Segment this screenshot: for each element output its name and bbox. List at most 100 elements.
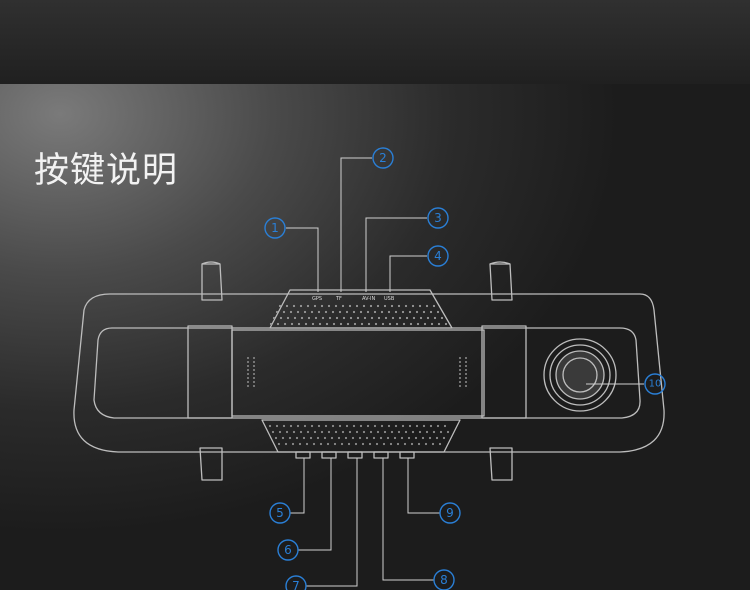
callout-7-circle: [285, 575, 307, 590]
grille-dot: [341, 430, 345, 434]
grille-dot: [292, 430, 296, 434]
grille-dot: [379, 436, 383, 440]
grille-dot: [465, 381, 467, 383]
grille-dot: [345, 424, 349, 428]
grille-dot: [408, 424, 412, 428]
grille-dot: [415, 424, 419, 428]
grille-dot: [299, 430, 303, 434]
grille-dot: [345, 310, 349, 314]
grille-dot: [426, 316, 430, 320]
grille-dot: [247, 369, 249, 371]
usb-label: USB: [384, 296, 395, 302]
callout-9-circle: [439, 502, 461, 524]
grille-dot: [352, 424, 356, 428]
grille-dot: [306, 430, 310, 434]
page-title: 按键说明: [34, 151, 179, 191]
grille-dot: [387, 424, 391, 428]
grille-dot: [393, 436, 397, 440]
grille-dot: [320, 430, 324, 434]
grille-dot: [390, 304, 394, 308]
grille-dot: [459, 361, 461, 363]
grille-dot: [253, 361, 255, 363]
grille-dot: [387, 310, 391, 314]
grille-dot: [334, 430, 338, 434]
grille-dot: [361, 442, 365, 446]
grille-dot: [337, 436, 341, 440]
grille-dot: [272, 316, 276, 320]
grille-dot: [354, 442, 358, 446]
tf-label: TF: [335, 296, 342, 302]
grille-dot: [429, 310, 433, 314]
grille-dot: [344, 436, 348, 440]
grille-dot: [296, 424, 300, 428]
grille-dot: [435, 436, 439, 440]
grille-dot: [362, 430, 366, 434]
grille-dot: [459, 365, 461, 367]
bottom-button-1: [295, 451, 311, 459]
grille-dot: [380, 310, 384, 314]
grille-dot: [284, 442, 288, 446]
grille-dot: [398, 316, 402, 320]
grille-dot: [419, 316, 423, 320]
bottom-speaker-strip: [261, 419, 461, 453]
grille-dot: [465, 373, 467, 375]
grille-dot: [325, 322, 329, 326]
grille-dot: [291, 442, 295, 446]
grille-dot: [430, 322, 434, 326]
callout-5-circle: [269, 502, 291, 524]
grille-dot: [407, 436, 411, 440]
bottom-button-4: [373, 451, 389, 459]
grille-dot: [369, 304, 373, 308]
grille-dot: [376, 430, 380, 434]
grille-dot: [433, 316, 437, 320]
grille-dot: [327, 304, 331, 308]
grille-dot: [367, 322, 371, 326]
grille-dot: [323, 436, 327, 440]
grille-dot: [356, 316, 360, 320]
grille-dot: [465, 361, 467, 363]
grille-dot: [396, 442, 400, 446]
grille-dot: [330, 436, 334, 440]
grille-dot: [295, 436, 299, 440]
grille-dot: [348, 304, 352, 308]
callout-2-circle: [372, 147, 394, 169]
grille-dot: [438, 442, 442, 446]
grille-dot: [324, 310, 328, 314]
grille-dot: [275, 424, 279, 428]
grille-dot: [324, 424, 328, 428]
grille-dot: [290, 322, 294, 326]
grille-dot: [442, 436, 446, 440]
grille-dot: [319, 442, 323, 446]
grille-dot: [429, 424, 433, 428]
device-outer-shell: [73, 293, 665, 453]
grille-dot: [377, 316, 381, 320]
grille-dot: [338, 310, 342, 314]
grille-dot: [415, 310, 419, 314]
grille-dot: [355, 430, 359, 434]
callout-1: 1: [271, 221, 279, 235]
grille-dot: [368, 442, 372, 446]
grille-dot: [253, 377, 255, 379]
bottom-button-5: [399, 451, 415, 459]
callout-8-circle: [433, 569, 455, 590]
grille-dot: [359, 310, 363, 314]
grille-dot: [247, 361, 249, 363]
grille-dot: [276, 322, 280, 326]
bottom-button-2: [321, 451, 337, 459]
grille-dot: [397, 304, 401, 308]
grille-dot: [253, 385, 255, 387]
grille-dot: [432, 304, 436, 308]
grille-dot: [439, 430, 443, 434]
grille-dot: [405, 316, 409, 320]
bottom-button-3: [347, 451, 363, 459]
grille-dot: [422, 310, 426, 314]
grille-dot: [414, 436, 418, 440]
grille-dot: [422, 424, 426, 428]
grille-dot: [288, 436, 292, 440]
callout-4-circle: [427, 245, 449, 267]
device-screen-bezel: [93, 327, 641, 419]
grille-dot: [349, 316, 353, 320]
grille-dot: [338, 424, 342, 428]
